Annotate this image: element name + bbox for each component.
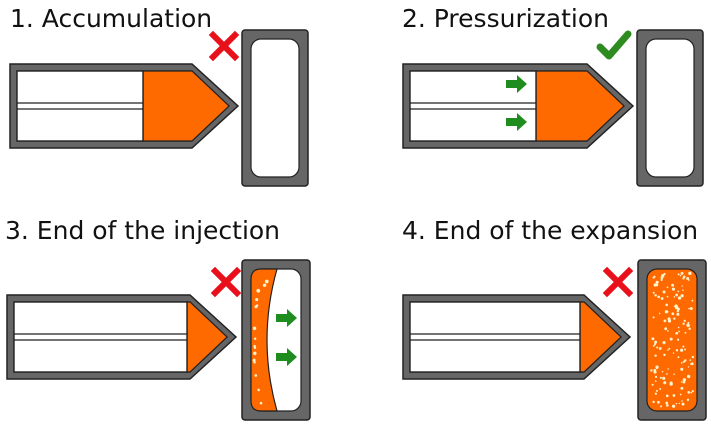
step-1-title: 1. Accumulation bbox=[10, 4, 213, 33]
step-2-arrow-upper bbox=[506, 75, 527, 93]
step-4-cross-icon bbox=[602, 266, 634, 298]
step-2-title: 2. Pressurization bbox=[402, 4, 609, 33]
step-3-arrow-upper bbox=[276, 309, 297, 327]
step-1-melt bbox=[142, 70, 230, 142]
step-2-panel bbox=[402, 29, 704, 187]
step-3-plunger bbox=[13, 301, 188, 373]
step-3-cross-icon bbox=[210, 266, 242, 298]
step-1-cross-icon bbox=[208, 30, 240, 62]
step-2-cavity bbox=[645, 38, 695, 178]
step-1-cavity bbox=[250, 38, 300, 178]
step-4-panel bbox=[402, 259, 707, 421]
step-2-check-icon bbox=[596, 30, 632, 60]
step-2-melt bbox=[535, 70, 625, 142]
step-2-arrow-lower bbox=[506, 113, 527, 131]
step-3-arrow-lower bbox=[276, 348, 297, 366]
step-3-panel bbox=[6, 259, 311, 421]
step-1-plunger bbox=[16, 70, 144, 142]
step-4-plunger bbox=[409, 301, 581, 373]
step-1-panel bbox=[9, 29, 309, 187]
step-3-title: 3. End of the injection bbox=[5, 216, 281, 245]
step-2-plunger bbox=[409, 70, 537, 142]
step-4-title: 4. End of the expansion bbox=[402, 216, 699, 245]
